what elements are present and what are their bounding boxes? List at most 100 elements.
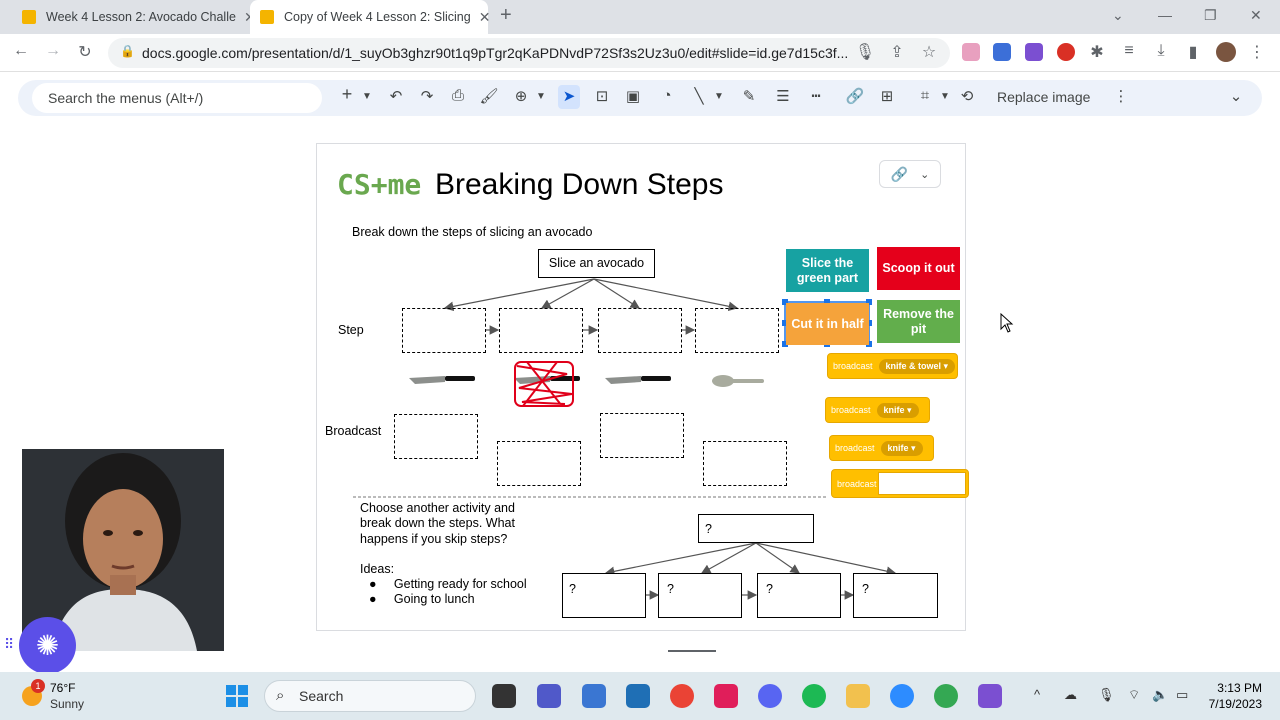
chrome-profile-app-icon[interactable]: [934, 684, 958, 708]
browser-tab-2[interactable]: Copy of Week 4 Lesson 2: Slicing ✕: [250, 0, 491, 34]
broadcast-message-dropdown[interactable]: knife & towel ▾: [878, 358, 956, 374]
cloud-icon[interactable]: ☁: [1064, 687, 1077, 702]
broadcast-slot-4[interactable]: [703, 441, 787, 486]
discord-app-icon[interactable]: [758, 684, 782, 708]
close-tab-icon[interactable]: ✕: [244, 9, 256, 26]
broadcast-slot-3[interactable]: [600, 413, 684, 458]
spotify-app-icon[interactable]: [802, 684, 826, 708]
broadcast-block-knife-2[interactable]: broadcast knife ▾: [829, 435, 934, 461]
step-slot-4[interactable]: [695, 308, 779, 353]
microphone-tray-icon[interactable]: 🎙: [1098, 687, 1115, 702]
recorder-app-icon[interactable]: [978, 684, 1002, 708]
broadcast-message-dropdown[interactable]: knife ▾: [880, 440, 923, 456]
weather-temperature[interactable]: 76°F: [50, 681, 76, 695]
battery-icon[interactable]: ▭: [1176, 687, 1189, 702]
step-slot-1[interactable]: [402, 308, 486, 353]
activity-step-box-2[interactable]: ?: [658, 573, 742, 618]
block-cut-in-half[interactable]: Cut it in half: [786, 303, 869, 345]
activity-step-box-3[interactable]: ?: [757, 573, 841, 618]
print-icon[interactable]: ⎙: [451, 87, 464, 104]
insert-image-icon[interactable]: ▣: [625, 88, 641, 105]
side-panel-icon[interactable]: ▮: [1188, 44, 1198, 61]
broadcast-message-empty-field[interactable]: [878, 472, 966, 495]
new-slide-plus-icon[interactable]: +: [341, 84, 353, 104]
taskbar-clock-time[interactable]: 3:13 PM: [1217, 681, 1262, 695]
text-box-icon[interactable]: ⊡: [595, 88, 609, 105]
block-remove-pit[interactable]: Remove the pit: [877, 300, 960, 343]
border-color-pencil-icon[interactable]: ✎: [742, 88, 756, 105]
broadcast-block-empty[interactable]: broadcast: [831, 469, 969, 498]
zoom-icon[interactable]: ⊕: [514, 88, 528, 105]
block-slice-green-part[interactable]: Slice the green part: [786, 249, 869, 292]
mask-dropdown-icon[interactable]: ▼: [940, 91, 950, 102]
weather-condition[interactable]: Sunny: [50, 697, 85, 711]
screen-recorder-icon[interactable]: ✺: [19, 617, 76, 674]
reload-icon[interactable]: ↻: [78, 44, 92, 61]
instruction-text[interactable]: Break down the steps of slicing an avoca…: [352, 225, 593, 239]
extensions-puzzle-icon[interactable]: ✱: [1090, 44, 1104, 61]
link-chip[interactable]: 🔗 ⌄: [879, 160, 941, 188]
extension-badge-icon[interactable]: [962, 43, 980, 61]
media-queue-icon[interactable]: ≡: [1124, 42, 1134, 59]
broadcast-block-knife-towel[interactable]: broadcast knife & towel ▾: [827, 353, 958, 379]
collapse-toolbar-chevron-icon[interactable]: ⌄: [1229, 88, 1243, 105]
address-bar[interactable]: 🔒 docs.google.com/presentation/d/1_suyOb…: [108, 38, 950, 68]
file-explorer-app-icon[interactable]: [492, 684, 516, 708]
crop-icon[interactable]: ⌗: [920, 87, 930, 104]
slide-title[interactable]: Breaking Down Steps: [435, 168, 724, 201]
bookmark-star-icon[interactable]: ☆: [921, 44, 937, 61]
broadcast-message-dropdown[interactable]: knife ▾: [876, 402, 919, 418]
folder-app-icon[interactable]: [846, 684, 870, 708]
reset-image-icon[interactable]: ⟲: [960, 88, 974, 105]
activity-step-box-4[interactable]: ?: [853, 573, 938, 618]
minimize-icon[interactable]: —: [1158, 7, 1172, 23]
undo-icon[interactable]: ↶: [389, 88, 403, 105]
broadcast-block-knife[interactable]: broadcast knife ▾: [825, 397, 930, 423]
activity-root-box[interactable]: ?: [698, 514, 814, 543]
browser-tab-1[interactable]: Week 4 Lesson 2: Avocado Challe ✕: [12, 0, 256, 34]
shape-icon[interactable]: ◔: [662, 87, 672, 104]
paint-format-icon[interactable]: 🖌: [479, 88, 499, 105]
step-slot-3[interactable]: [598, 308, 682, 353]
step-slot-2[interactable]: [499, 308, 583, 353]
zoom-app-icon[interactable]: [890, 684, 914, 708]
wifi-icon[interactable]: ⌔: [1128, 687, 1141, 702]
root-task-box[interactable]: Slice an avocado: [538, 249, 655, 278]
taskbar-clock-date[interactable]: 7/19/2023: [1208, 697, 1262, 711]
teams-app-icon[interactable]: [537, 684, 561, 708]
tab-search-chevron-icon[interactable]: ⌄: [1112, 7, 1124, 23]
zoom-dropdown-icon[interactable]: ▼: [536, 91, 546, 102]
back-arrow-icon[interactable]: ←: [13, 42, 29, 59]
drag-handle-icon[interactable]: ⠿: [4, 636, 15, 652]
profile-avatar[interactable]: [1216, 42, 1236, 62]
microphone-icon[interactable]: 🎙: [854, 44, 876, 61]
line-dropdown-icon[interactable]: ▼: [714, 91, 724, 102]
forward-arrow-icon[interactable]: →: [45, 42, 61, 59]
menu-search-input[interactable]: Search the menus (Alt+/): [32, 83, 322, 113]
close-window-icon[interactable]: ✕: [1250, 7, 1262, 23]
pdf-app-icon[interactable]: [626, 684, 650, 708]
share-icon[interactable]: ⇪: [890, 44, 904, 61]
extension-shield-icon[interactable]: [1057, 43, 1075, 61]
line-icon[interactable]: ╲: [694, 88, 704, 105]
activity-step-box-1[interactable]: ?: [562, 573, 646, 618]
redo-icon[interactable]: ↷: [420, 88, 434, 105]
block-scoop-it-out[interactable]: Scoop it out: [877, 247, 960, 290]
chrome-app-icon[interactable]: [670, 684, 694, 708]
new-tab-plus-icon[interactable]: +: [500, 4, 512, 26]
extension-screen-icon[interactable]: [993, 43, 1011, 61]
new-slide-dropdown-icon[interactable]: ▼: [362, 91, 372, 102]
windows-start-icon[interactable]: [226, 685, 248, 707]
select-cursor-icon[interactable]: ➤: [558, 85, 580, 109]
restore-icon[interactable]: ❐: [1204, 7, 1217, 23]
filmstrip-scroll-handle[interactable]: [668, 650, 716, 652]
volume-icon[interactable]: 🔈: [1152, 687, 1169, 702]
insert-link-icon[interactable]: 🔗: [845, 88, 865, 105]
slack-app-icon[interactable]: [714, 684, 738, 708]
arc-app-icon[interactable]: [582, 684, 606, 708]
close-tab-icon[interactable]: ✕: [478, 8, 491, 25]
broadcast-slot-1[interactable]: [394, 414, 478, 459]
browser-menu-icon[interactable]: ⋮: [1249, 44, 1265, 61]
taskbar-search-box[interactable]: ⌕ Search: [264, 680, 476, 712]
add-comment-icon[interactable]: ⊞: [880, 88, 894, 105]
